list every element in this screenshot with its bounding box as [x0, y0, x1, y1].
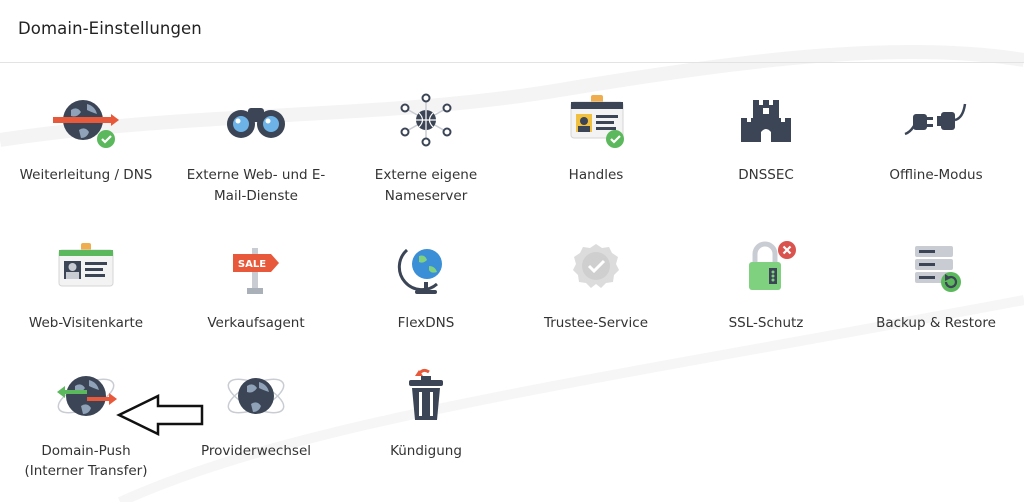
tile-backup-restore[interactable]: Backup & Restore	[851, 238, 1021, 338]
tile-label-line-1: Domain-Push	[41, 443, 131, 459]
page-header: Domain-Einstellungen	[0, 0, 1024, 63]
globe-orbit-icon	[227, 378, 285, 414]
trash-icon	[409, 368, 443, 420]
server-restore-icon	[915, 246, 961, 292]
tile-label: Handles	[568, 167, 624, 183]
tile-label-line-1: Externe eigene	[374, 167, 478, 183]
tile-kuendigung[interactable]: Kündigung	[341, 366, 511, 466]
page-title: Domain-Einstellungen	[18, 19, 202, 38]
tile-label-line-2: (Interner Transfer)	[24, 463, 148, 479]
padlock-icon	[749, 241, 796, 290]
pointer-arrow-icon	[116, 394, 204, 436]
tile-trustee-service[interactable]: Trustee-Service	[511, 238, 681, 338]
tile-flexdns[interactable]: FlexDNS	[341, 238, 511, 338]
tile-label: Trustee-Service	[543, 315, 649, 331]
id-badge-icon	[570, 95, 624, 148]
tile-label: Kündigung	[390, 443, 462, 459]
sign-text: SALE	[238, 259, 266, 270]
globe-push-icon	[57, 376, 117, 416]
tile-ssl-schutz[interactable]: SSL-Schutz	[681, 238, 851, 338]
tile-label: FlexDNS	[397, 315, 455, 331]
tile-web-visitenkarte[interactable]: Web-Visitenkarte	[1, 238, 171, 338]
tile-label-line-2: Nameserver	[384, 188, 468, 204]
tile-label: Backup & Restore	[876, 315, 996, 331]
tile-handles[interactable]: Handles	[511, 90, 681, 200]
desk-globe-icon	[397, 248, 442, 294]
unplugged-icon	[904, 103, 967, 136]
tile-label: Weiterleitung / DNS	[19, 167, 153, 183]
tile-offline-modus[interactable]: Offline-Modus	[851, 90, 1021, 200]
tile-externe-nameserver[interactable]: Externe eigene Nameserver	[341, 90, 511, 204]
globe-forward-icon	[53, 100, 119, 148]
tile-label-line-1: Externe Web- und E-	[186, 167, 326, 183]
tile-label: DNSSEC	[738, 167, 794, 183]
tile-label: Providerwechsel	[201, 443, 311, 459]
tile-weiterleitung-dns[interactable]: Weiterleitung / DNS	[1, 90, 171, 200]
network-globe-icon	[400, 93, 452, 147]
tile-label: Offline-Modus	[889, 167, 983, 183]
tile-domain-push[interactable]: Domain-Push (Interner Transfer)	[1, 366, 171, 482]
tile-verkaufsagent[interactable]: SALE Verkaufsagent	[171, 238, 341, 338]
castle-icon	[741, 100, 791, 142]
business-card-icon	[58, 243, 114, 287]
status-check-badge	[97, 130, 115, 148]
tile-dnssec[interactable]: DNSSEC	[681, 90, 851, 200]
tile-label: SSL-Schutz	[728, 315, 804, 331]
status-check-badge	[606, 130, 624, 148]
tile-providerwechsel[interactable]: Providerwechsel	[171, 366, 341, 466]
binoculars-icon	[227, 108, 285, 138]
tile-label-line-2: Mail-Dienste	[214, 188, 298, 204]
sale-sign-icon: SALE	[233, 248, 279, 294]
tile-externe-web-mail[interactable]: Externe Web- und E- Mail-Dienste	[171, 90, 341, 204]
trust-seal-icon	[573, 244, 619, 288]
tile-label: Web-Visitenkarte	[28, 315, 144, 331]
tile-label: Verkaufsagent	[207, 315, 305, 331]
